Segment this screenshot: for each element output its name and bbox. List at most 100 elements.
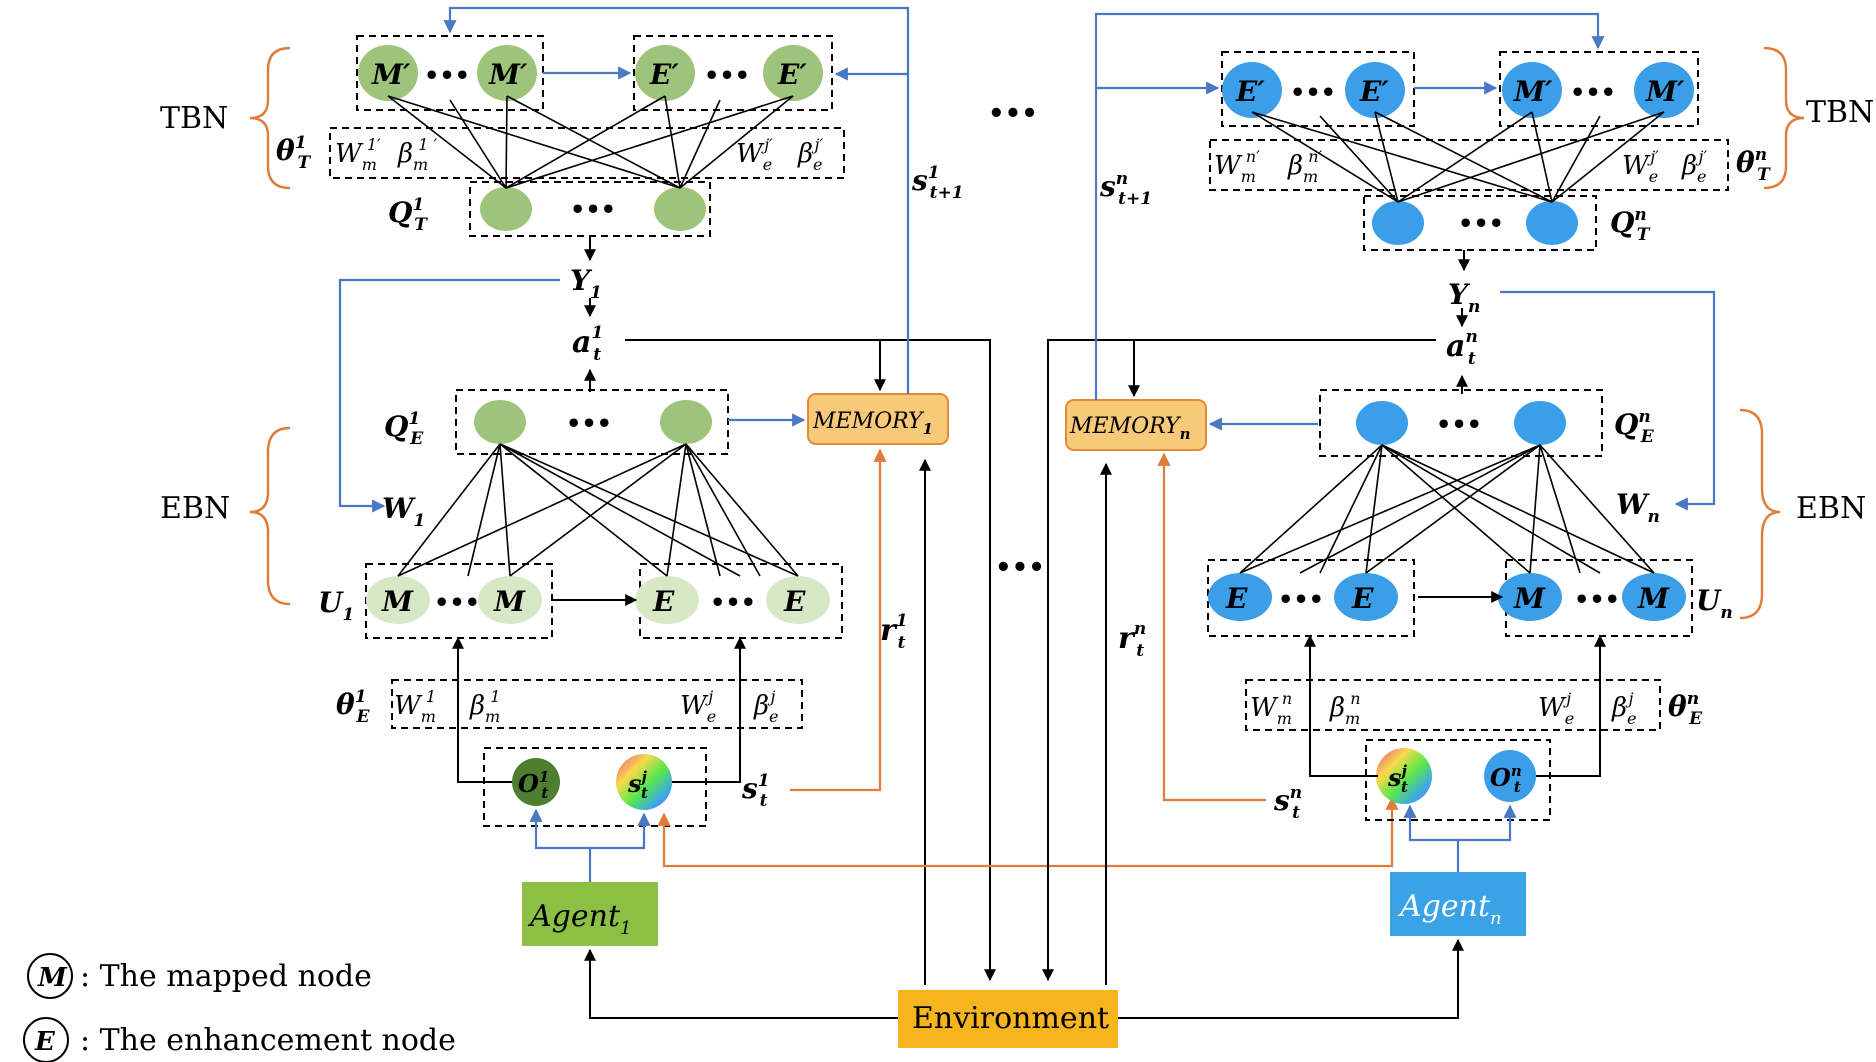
svg-text:M′: M′ [371, 58, 411, 91]
y-label-right: Yn [1448, 278, 1480, 317]
svg-text:E: E [1351, 582, 1374, 615]
cross-state-link [657, 796, 1399, 868]
tbn-brace-left [249, 46, 291, 190]
svg-text:M: M [1513, 582, 1546, 615]
middle-dots-top: ••• [988, 99, 1038, 129]
svg-text:: The mapped node: : The mapped node [80, 959, 372, 994]
agent-box-left [522, 882, 658, 946]
middle-dots-center: ••• [995, 553, 1045, 583]
svg-text:Wmn: Wmn [1250, 689, 1292, 728]
svg-text:E: E [34, 1027, 56, 1057]
w-label-left: W1 [382, 492, 425, 531]
w-label-right: Wn [1616, 488, 1660, 527]
right-agent-network: TBN EBN E′ ••• E′ M′ ••• M′ Wmn′ βmn′ We… [1042, 12, 1874, 1019]
agent-box-right [1390, 872, 1526, 936]
memory-box-right [1065, 399, 1207, 451]
theta-e-box-left [391, 679, 803, 729]
svg-text:E′: E′ [777, 58, 807, 91]
q-e-box-left [455, 389, 729, 455]
tbn-mapped-nodes-left: M′ ••• M′ [358, 45, 537, 101]
ebn-label-right: EBN [1796, 491, 1866, 526]
tbn-label-left: TBN [160, 101, 228, 136]
svg-text:M: M [37, 963, 68, 993]
svg-text:MEMORYn: MEMORYn [1069, 414, 1190, 443]
svg-text:sjt: sjt [627, 768, 648, 802]
svg-text:O1t: O1t [518, 768, 549, 802]
svg-text:M: M [1637, 582, 1670, 615]
svg-text:βej: βej [753, 687, 779, 726]
u-label-left: U1 [318, 586, 354, 625]
svg-text:: The enhancement node: : The enhancement node [80, 1023, 456, 1058]
theta-t-box-left [329, 127, 845, 179]
svg-text:•••: ••• [434, 588, 480, 617]
theta-t-bm-left: βm1 ′ [397, 135, 437, 174]
y-label-left: Y1 [570, 264, 602, 303]
svg-text:βmn: βmn [1329, 689, 1361, 728]
tbn-enh-box-left [633, 35, 833, 111]
svg-text:E: E [783, 585, 806, 618]
svg-text:•••: ••• [1570, 78, 1616, 107]
ebn-label-left: EBN [160, 491, 230, 526]
svg-text:βm1: βm1 [469, 687, 500, 726]
ebn-connections-left [397, 443, 799, 577]
svg-text:•••: ••• [1436, 410, 1482, 439]
svg-text:βej: βej [1611, 689, 1637, 728]
svg-text:•••: ••• [1574, 585, 1620, 614]
legend: M : The mapped node E : The enhancement … [23, 953, 456, 1062]
svg-text:Ont: Ont [1490, 762, 1522, 796]
y-to-w-arrow-left [338, 278, 560, 513]
svg-text:E: E [652, 585, 675, 618]
svg-text:sjt: sjt [1387, 762, 1408, 796]
svg-text:•••: ••• [704, 61, 750, 90]
theta-t-wm-left: Wm1′ [335, 135, 381, 174]
svg-text:M: M [381, 585, 414, 618]
svg-text:βej′: βej′ [1681, 147, 1707, 186]
ebn-brace-right [1739, 408, 1781, 620]
svg-text:Wej: Wej [680, 687, 716, 726]
environment-label: Environment [912, 1001, 1109, 1036]
svg-text:Wej′: Wej′ [1622, 147, 1659, 186]
theta-t-be-left: βej′ [797, 135, 823, 174]
svg-text:MEMORY1: MEMORY1 [812, 409, 933, 438]
memory-box-left [807, 393, 949, 445]
svg-text:Wmn′: Wmn′ [1214, 147, 1260, 186]
svg-text:•••: ••• [1290, 78, 1336, 107]
theta-t-we-left: Wej′ [736, 135, 773, 174]
svg-text:Agentn: Agentn [1397, 889, 1502, 929]
svg-text:M′: M′ [1645, 75, 1685, 108]
svg-text:•••: ••• [570, 195, 616, 224]
u-label-right: Un [1696, 584, 1733, 623]
obs-box-left [483, 747, 707, 827]
svg-text:E′: E′ [1235, 75, 1265, 108]
tbn-label-right: TBN [1806, 95, 1874, 130]
tbn-connections-left [387, 95, 794, 189]
svg-text:E′: E′ [649, 58, 679, 91]
tbn-enh-nodes-left: E′ ••• E′ [635, 45, 823, 101]
svg-text:•••: ••• [1278, 585, 1324, 614]
svg-text:M′: M′ [488, 58, 528, 91]
svg-text:M: M [493, 585, 526, 618]
svg-text:Wm1: Wm1 [394, 687, 436, 726]
svg-text:•••: ••• [710, 588, 756, 617]
svg-text:E′: E′ [1359, 75, 1389, 108]
tbn-brace-right [1763, 46, 1805, 190]
svg-text:M′: M′ [1513, 75, 1553, 108]
svg-text:•••: ••• [566, 409, 612, 438]
ebn-brace-left [249, 426, 291, 606]
